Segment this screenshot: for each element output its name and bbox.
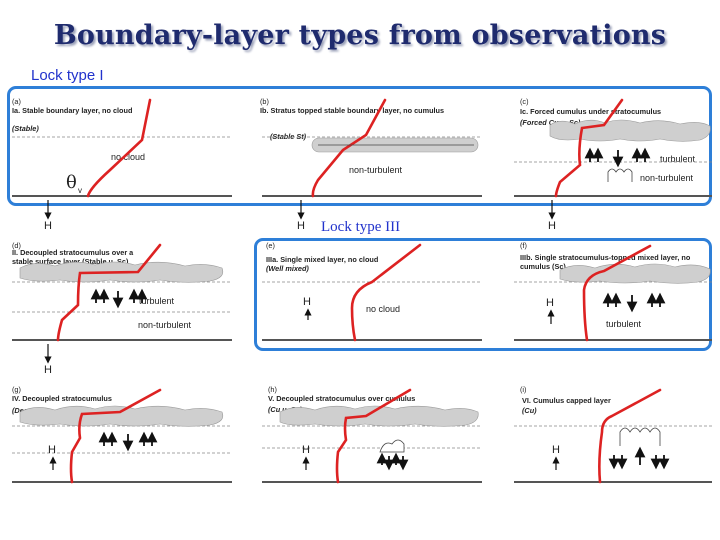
cumulus-i <box>620 428 660 446</box>
profile-g <box>71 390 160 482</box>
cloud-layer-g <box>20 406 223 426</box>
ground-lines <box>12 196 712 482</box>
profile-e <box>352 245 420 340</box>
lock-type-3-label: Lock type III <box>319 219 402 236</box>
dashed-levels <box>12 137 712 453</box>
profile-h <box>337 390 410 482</box>
theta-subscript: v <box>78 186 82 195</box>
heat-flux-arrows <box>48 200 556 470</box>
heat-flux-label-g: H <box>48 444 56 456</box>
heat-flux-label-a: H <box>44 220 52 232</box>
profile-f <box>584 246 650 340</box>
profile-a <box>88 100 150 196</box>
profile-d <box>58 245 160 340</box>
heat-flux-label-d: H <box>44 364 52 376</box>
heat-flux-label-i: H <box>552 444 560 456</box>
heat-flux-label-c: H <box>548 220 556 232</box>
theta-symbol: θ <box>66 172 77 193</box>
cloud-layer-c <box>550 120 710 141</box>
heat-flux-label-b: H <box>297 220 305 232</box>
heat-flux-label-h: H <box>302 444 310 456</box>
cumulus-c <box>608 169 632 182</box>
heat-flux-label-e: H <box>303 296 311 308</box>
cloud-layer-f <box>560 264 710 283</box>
heat-flux-label-f: H <box>546 297 554 309</box>
cumulus-h <box>380 440 404 452</box>
